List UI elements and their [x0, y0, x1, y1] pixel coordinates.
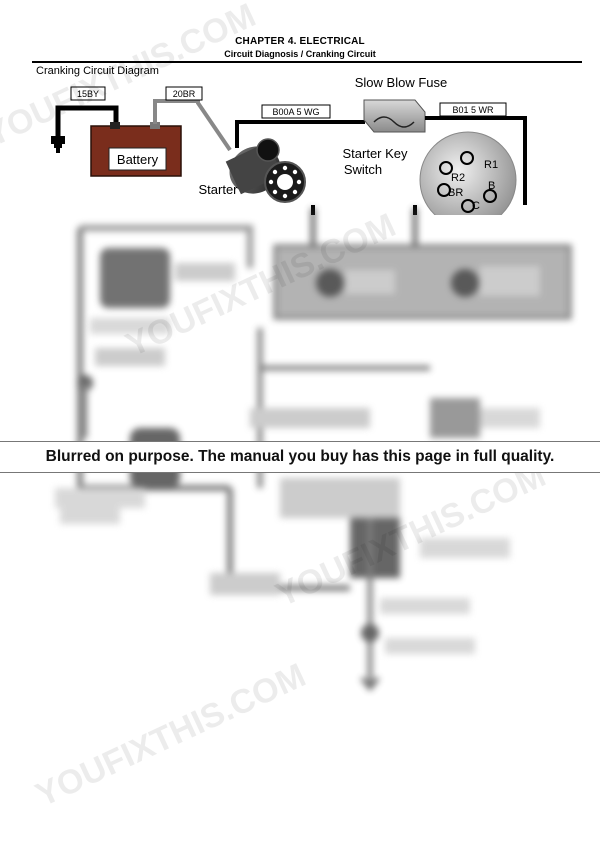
terminal-b: B	[488, 180, 495, 192]
section-subtitle: Circuit Diagnosis / Cranking Circuit	[224, 49, 376, 59]
starter-label: Starter	[198, 182, 238, 197]
cranking-circuit-diagram: Battery 15BY 20BR B00A 5 WG Slow Blow Fu…	[51, 75, 527, 215]
slow-blow-fuse-icon	[363, 99, 426, 133]
key-switch-label-line1: Starter Key	[342, 146, 408, 161]
svg-text:B00A 5 WG: B00A 5 WG	[272, 107, 319, 117]
key-switch-label-line2: Switch	[344, 162, 382, 177]
wire-label-20br: 20BR	[165, 86, 203, 101]
terminal-c: C	[472, 200, 480, 212]
svg-text:B01 5 WR: B01 5 WR	[452, 105, 494, 115]
battery-label: Battery	[117, 152, 159, 167]
chapter-heading: CHAPTER 4. ELECTRICAL	[235, 36, 365, 47]
wire-label-b01: B01 5 WR	[439, 102, 507, 117]
wire-label-15by: 15BY	[70, 86, 106, 101]
blurred-diagram-region	[55, 208, 572, 692]
svg-text:15BY: 15BY	[77, 89, 99, 99]
starter-motor-icon	[225, 138, 306, 203]
wire-fuse-switch	[425, 116, 527, 205]
blur-notice-banner: Blurred on purpose. The manual you buy h…	[0, 441, 600, 473]
svg-text:20BR: 20BR	[173, 89, 196, 99]
terminal-br: BR	[448, 187, 463, 199]
wire-starter-fuse	[235, 120, 365, 148]
fuse-label: Slow Blow Fuse	[355, 75, 447, 90]
key-switch-icon	[419, 131, 517, 215]
header-rule	[32, 61, 582, 63]
wire-battery-positive	[153, 99, 232, 152]
terminal-r2: R2	[451, 172, 465, 184]
ground-symbol-icon	[51, 136, 65, 153]
battery-icon	[90, 122, 182, 177]
wire-label-b00a: B00A 5 WG	[261, 104, 331, 119]
diagram-title: Cranking Circuit Diagram	[36, 65, 159, 77]
wire-ground	[55, 105, 119, 136]
terminal-r1: R1	[484, 159, 498, 171]
